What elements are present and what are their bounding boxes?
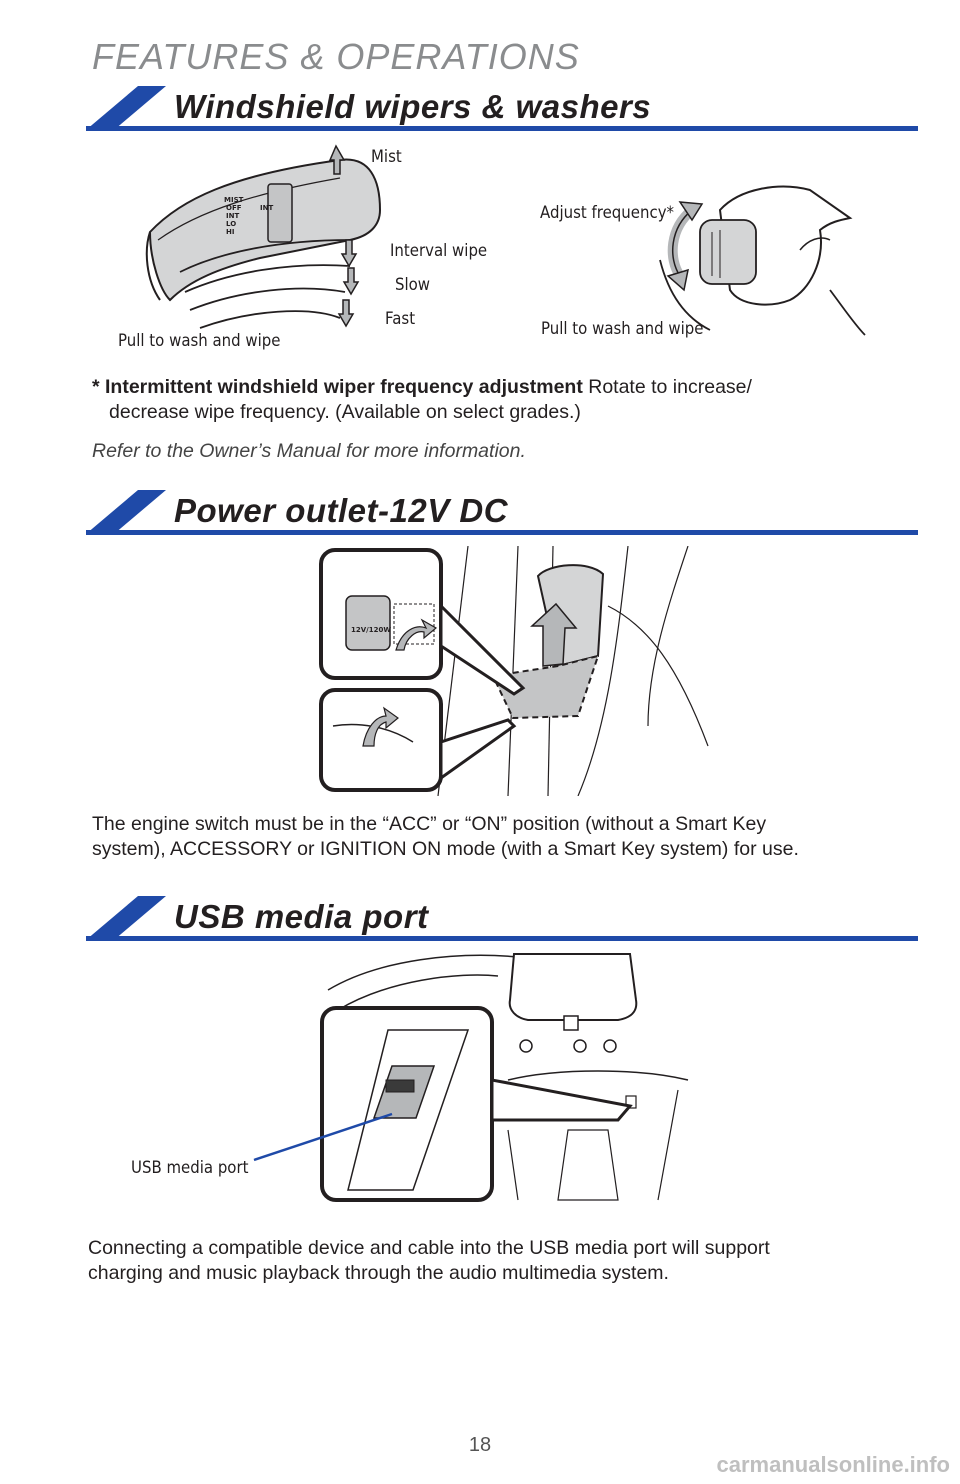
callout-pull-wash-right: Pull to wash and wipe [541, 319, 704, 339]
stalk-label-hi: HI [226, 228, 234, 236]
note-bold-label: * Intermittent windshield wiper frequenc… [92, 376, 583, 398]
section-header-usb: USB media port [86, 896, 918, 942]
page-number: 18 [468, 1434, 492, 1456]
callout-slow: Slow [395, 275, 431, 295]
section-title-wipers: Windshield wipers & washers [174, 88, 652, 125]
power-outlet-illustration: 12V/120W [318, 545, 718, 797]
wiper-frequency-note: * Intermittent windshield wiper frequenc… [92, 375, 892, 425]
section-title-usb: USB media port [174, 898, 429, 935]
callout-fast: Fast [385, 309, 416, 329]
stalk-label-lo: LO [226, 220, 236, 228]
callout-adjust-frequency: Adjust frequency* [540, 203, 675, 223]
usb-port-illustration [318, 950, 698, 1210]
wiper-stalk-illustration: MIST OFF INT LO HI INT [140, 140, 500, 360]
section-header-bar [86, 490, 918, 535]
callout-mist: Mist [371, 147, 402, 167]
section-header-wipers: Windshield wipers & washers [86, 86, 918, 132]
stalk-label-int: INT [226, 212, 239, 220]
note-text-line1: Rotate to increase/ [582, 376, 752, 398]
watermark: carmanualsonline.info [716, 1452, 951, 1477]
usb-callout-leader [253, 1112, 393, 1162]
usb-body-line1: Connecting a compatible device and cable… [88, 1237, 770, 1259]
note-text-line2: decrease wipe frequency. (Available on s… [109, 401, 581, 423]
refer-owners-manual: Refer to the Owner’s Manual for more inf… [92, 440, 526, 462]
section-header-bar [86, 896, 918, 941]
stalk-label-mist: MIST [224, 196, 244, 204]
section-title-power: Power outlet-12V DC [174, 492, 509, 529]
callout-pull-wash-left: Pull to wash and wipe [118, 331, 281, 351]
outlet-label: 12V/120W [351, 626, 391, 634]
stalk-label-off: OFF [226, 204, 242, 212]
stalk-label-int2: INT [260, 204, 273, 212]
power-outlet-description: The engine switch must be in the “ACC” o… [92, 812, 892, 862]
frequency-knob-illustration [650, 180, 870, 340]
callout-interval-wipe: Interval wipe [390, 241, 488, 261]
power-body-line2: system), ACCESSORY or IGNITION ON mode (… [92, 838, 799, 860]
usb-body-line2: charging and music playback through the … [88, 1262, 669, 1284]
page-header: FEATURES & OPERATIONS [92, 36, 580, 77]
section-header-power: Power outlet-12V DC [86, 490, 918, 536]
power-body-line1: The engine switch must be in the “ACC” o… [92, 813, 767, 835]
usb-description: Connecting a compatible device and cable… [88, 1236, 908, 1286]
callout-usb-media-port: USB media port [131, 1158, 249, 1178]
section-header-bar [86, 86, 918, 131]
